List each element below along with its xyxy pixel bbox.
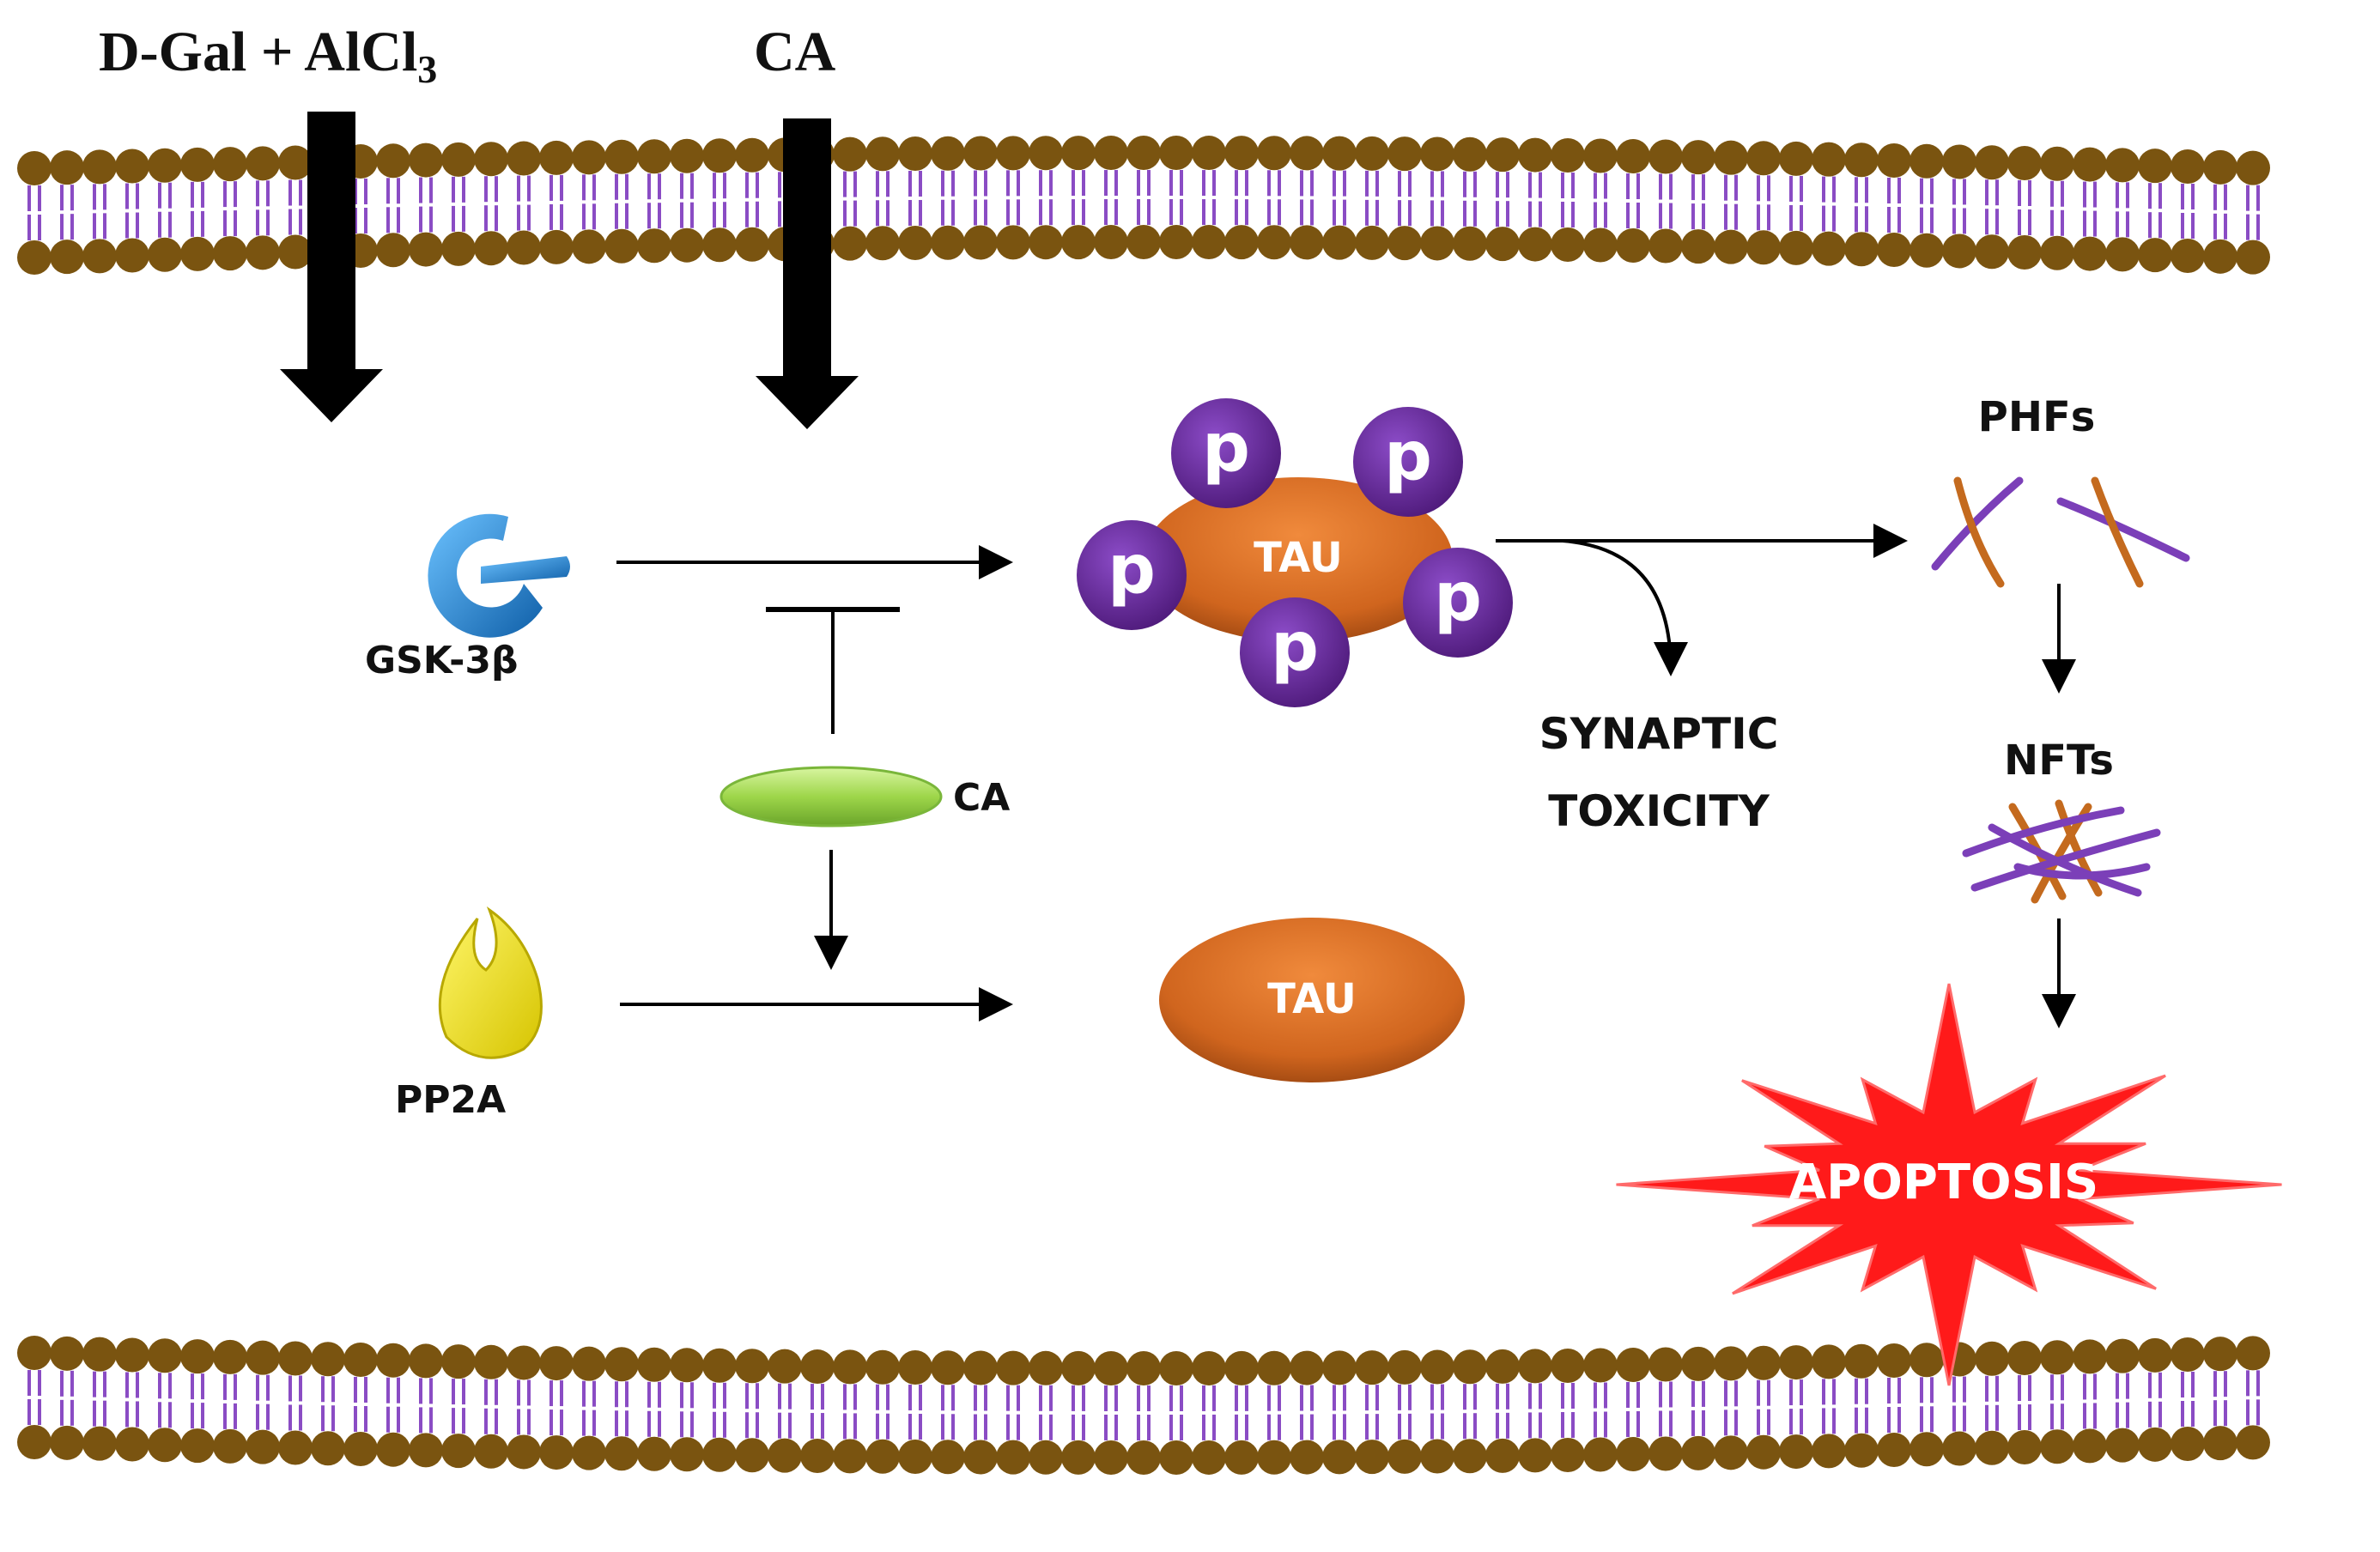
tau-normal-shape xyxy=(1159,918,1465,1082)
gsk3b-label: GSK-3β xyxy=(365,639,518,682)
phosphate-group: p xyxy=(1403,548,1513,658)
svg-text:p: p xyxy=(1271,609,1319,686)
phospho-tau-group: TAU p p p p p xyxy=(1077,398,1513,707)
synaptic-toxicity-line2: TOXICITY xyxy=(1548,786,1770,836)
gsk3b-icon xyxy=(428,513,570,638)
tau-to-synaptic-arrow xyxy=(1562,539,1688,676)
nfts-label: NFTs xyxy=(2004,737,2114,785)
pp2a-icon xyxy=(438,906,543,1059)
tau-phosphorylated-shape xyxy=(1144,477,1453,642)
tau-phosphorylated-label: TAU xyxy=(1254,534,1343,582)
ca-inhibition-bar xyxy=(766,607,900,734)
apoptosis-burst-icon xyxy=(1616,983,2282,1386)
dgal-arrow xyxy=(280,112,383,422)
phosphate-group: p xyxy=(1077,520,1187,630)
ca-inhibitor-label: CA xyxy=(953,776,1010,820)
cell-membrane-bottom xyxy=(17,1336,2270,1475)
svg-text:p: p xyxy=(1108,531,1156,609)
svg-text:p: p xyxy=(1434,559,1482,636)
tau-normal-label: TAU xyxy=(1267,975,1357,1023)
phfs-label: PHFs xyxy=(1978,393,2096,441)
phosphate-group: p xyxy=(1240,597,1350,707)
ca-top-label: CA xyxy=(754,21,836,83)
nft-tangle-icon xyxy=(1962,799,2161,904)
svg-text:p: p xyxy=(1384,418,1432,495)
dgal-label: D-Gal + AlCl3 xyxy=(99,21,437,91)
pp2a-label: PP2A xyxy=(395,1078,506,1122)
ca-arrow xyxy=(756,118,859,429)
phosphate-group: p xyxy=(1353,407,1463,517)
phosphate-group: p xyxy=(1171,398,1281,508)
synaptic-toxicity-line1: SYNAPTIC xyxy=(1539,709,1779,759)
apoptosis-label: APOPTOSIS xyxy=(1789,1155,2098,1210)
svg-text:p: p xyxy=(1202,409,1250,487)
ca-capsule-icon xyxy=(719,766,943,828)
phf-fibers-icon xyxy=(1931,476,2190,588)
